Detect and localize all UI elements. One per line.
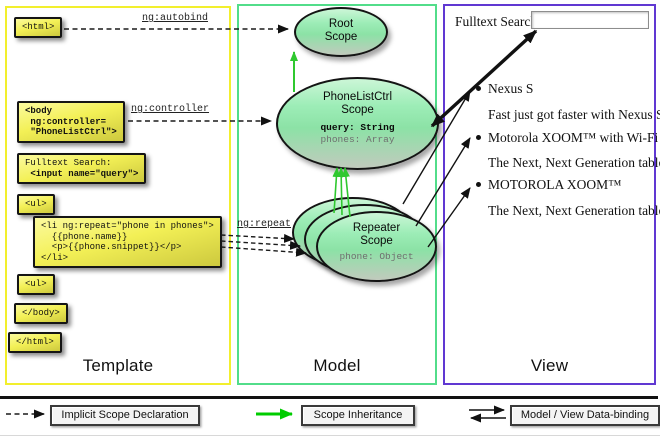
view-search-label: Fulltext Search: <box>455 14 541 29</box>
code-fulltext-label: Fulltext Search: <box>25 158 112 168</box>
list-item-desc: The Next, Next Generation tablet. <box>488 203 660 218</box>
list-item-desc: The Next, Next Generation tablet. <box>488 155 660 170</box>
list-item-title: MOTOROLA XOOM™ <box>476 177 622 193</box>
repeater-scope-front-ellipse: Repeater Scope phone: Object <box>316 211 437 282</box>
prop-phones: phones: Array <box>320 133 395 145</box>
view-search-input[interactable] <box>531 11 649 29</box>
list-item-title: Motorola XOOM™ with Wi-Fi <box>476 130 659 146</box>
model-column-title: Model <box>313 356 361 375</box>
code-fulltext-box: Fulltext Search: <input name="query"> <box>17 153 147 184</box>
repeater-scope-name: Repeater Scope <box>352 222 401 247</box>
code-ul-close: <ul> <box>17 274 55 295</box>
phonelistctrl-scope-name: PhoneListCtrl Scope <box>322 91 393 116</box>
item-title-text: Motorola XOOM™ with Wi-Fi <box>488 130 659 145</box>
phonelistctrl-scope-ellipse: PhoneListCtrl Scope query: String phones… <box>276 77 439 170</box>
root-scope-ellipse: Root Scope <box>294 7 388 57</box>
bullet-icon <box>476 135 481 140</box>
item-title-text: Nexus S <box>488 81 534 96</box>
legend-scope-inheritance: Scope Inheritance <box>301 405 415 426</box>
ng-autobind-label: ng:autobind <box>142 13 209 24</box>
ng-repeat-label: ng:repeat <box>237 219 292 230</box>
view-column <box>443 4 656 385</box>
view-column-title: View <box>530 356 569 375</box>
list-item-title: Nexus S <box>476 81 534 97</box>
code-body-open: <body ng:controller= "PhoneListCtrl"> <box>17 101 125 143</box>
legend-data-binding: Model / View Data-binding <box>510 405 660 426</box>
code-fulltext-input: <input name="query"> <box>25 168 139 179</box>
code-ul-open: <ul> <box>17 194 55 215</box>
ng-controller-label: ng:controller <box>131 104 210 115</box>
prop-phone: phone: Object <box>339 251 414 262</box>
template-column-title: Template <box>82 356 154 375</box>
item-title-text: MOTOROLA XOOM™ <box>488 177 622 192</box>
list-item-desc: Fast just got faster with Nexus S. <box>488 107 660 122</box>
legend-separator-line <box>0 396 658 399</box>
code-html-open: <html> <box>14 17 63 38</box>
prop-query: query: String <box>320 122 395 133</box>
model-column <box>237 4 437 385</box>
code-li-repeat: <li ng:repeat="phone in phones"> {{phone… <box>33 216 222 268</box>
bullet-icon <box>476 86 481 91</box>
code-body-close: </body> <box>14 303 68 324</box>
root-scope-name: Root Scope <box>324 18 358 43</box>
legend-implicit-scope: Implicit Scope Declaration <box>50 405 200 426</box>
code-html-close: </html> <box>8 332 62 353</box>
bullet-icon <box>476 182 481 187</box>
